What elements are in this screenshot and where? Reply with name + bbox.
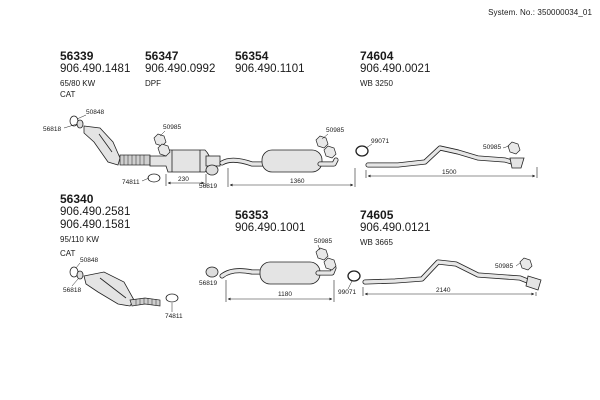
top-rear-pipe: [355, 141, 525, 169]
catalytic-converter: [83, 271, 135, 307]
flex-pipe: [129, 297, 161, 307]
part-code: 56347: [145, 49, 179, 63]
wheelbase-note: WB 3250: [360, 79, 393, 88]
callout: 50985: [483, 144, 501, 151]
callout: 50985: [495, 263, 513, 270]
callout: 50848: [86, 109, 104, 116]
callout: 50985: [163, 124, 181, 131]
band-clamp: [147, 173, 161, 183]
callout: 99071: [371, 138, 389, 145]
callout: 74811: [165, 313, 183, 320]
part-code: 74604: [360, 49, 394, 63]
callout: 74811: [122, 179, 140, 186]
cat-flange: [76, 270, 84, 280]
catalytic-converter: [83, 125, 121, 166]
band-clamp: [165, 293, 179, 303]
power-note: 95/110 KW: [60, 235, 99, 244]
part-code: 56340: [60, 192, 94, 206]
part-number: 906.490.2581: [60, 206, 131, 218]
sleeve: [205, 164, 219, 176]
dimension: 1180: [278, 291, 292, 298]
part-code: 56354: [235, 49, 269, 63]
part-number: 906.490.0121: [360, 222, 431, 234]
part-number: 906.490.1481: [60, 63, 131, 75]
hanger: [323, 257, 337, 271]
callout: 99071: [338, 289, 356, 296]
part-number: 906.490.1101: [235, 63, 305, 75]
callout: 50985: [326, 127, 344, 134]
cat-note: CAT: [60, 249, 76, 258]
top-catalyst: [69, 115, 161, 183]
dimension: 230: [178, 176, 189, 183]
bottom-rear-header: 74605 906.490.0121 WB 3665: [360, 209, 430, 248]
part-number: 906.490.1001: [235, 222, 306, 234]
dpf-note: DPF: [145, 79, 161, 88]
hanger: [153, 133, 167, 147]
system-number: System. No.: 350000034_01: [488, 8, 592, 17]
top-rear-header: 74604 906.490.0021 WB 3250: [360, 50, 430, 89]
callout: 56819: [199, 183, 217, 190]
tailpipe: [525, 275, 542, 291]
bottom-rear-pipe: [347, 257, 542, 291]
callout: 56818: [43, 126, 61, 133]
clamp-ring: [347, 270, 361, 282]
hanger: [323, 145, 337, 159]
cat-note: CAT: [60, 90, 76, 99]
flex-pipe: [119, 154, 151, 166]
part-number: 906.490.0021: [360, 63, 431, 75]
callout: 56818: [63, 287, 81, 294]
hanger: [315, 135, 329, 149]
hanger: [507, 141, 521, 155]
part-code: 56339: [60, 49, 94, 63]
wheelbase-note: WB 3665: [360, 238, 393, 247]
power-note: 65/80 KW: [60, 79, 96, 88]
dpf-body: [149, 149, 211, 173]
middle-silencer: [259, 261, 321, 285]
middle-silencer: [261, 149, 323, 173]
dimension: 1360: [290, 178, 305, 185]
part-number-alt: 906.490.1581: [60, 219, 131, 231]
hanger: [157, 143, 171, 157]
dimension: 1500: [442, 169, 457, 176]
bottom-middle-header: 56353 906.490.1001: [235, 209, 305, 235]
callout: 56819: [199, 280, 217, 287]
top-catalyst-header: 56339 906.490.1481 65/80 KW CAT: [60, 50, 130, 100]
callout: 50985: [314, 238, 332, 245]
part-number: 906.490.0992: [145, 63, 216, 75]
top-dpf-header: 56347 906.490.0992 DPF: [145, 50, 215, 89]
top-middle-header: 56354 906.490.1101: [235, 50, 305, 76]
tailpipe: [509, 157, 525, 169]
bottom-middle-silencer: [205, 247, 337, 285]
bottom-catalyst: [69, 266, 179, 307]
dimension: 2140: [436, 287, 451, 294]
top-dpf: [149, 133, 221, 176]
part-code: 56353: [235, 208, 269, 222]
cat-flange: [76, 119, 84, 129]
clamp-ring: [355, 145, 369, 157]
callout: 50848: [80, 257, 98, 264]
bottom-catalyst-header: 56340 906.490.2581 906.490.1581 95/110 K…: [60, 193, 130, 259]
dpf-outlet: [205, 155, 221, 167]
hanger: [315, 247, 329, 261]
top-middle-silencer: [219, 135, 339, 173]
hanger: [519, 257, 533, 271]
sleeve: [205, 266, 219, 278]
part-code: 74605: [360, 208, 394, 222]
